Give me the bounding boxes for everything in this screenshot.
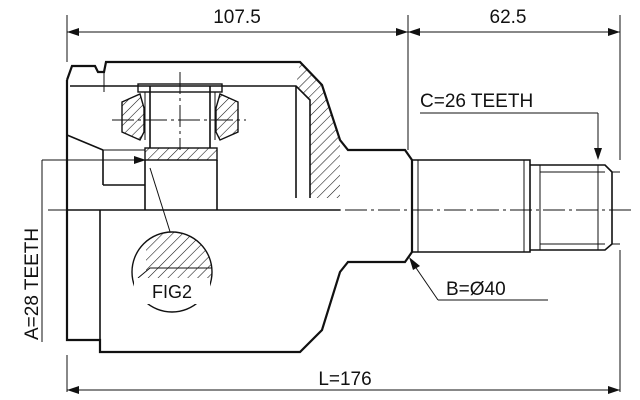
arrow-head	[608, 386, 620, 394]
arrow-head	[134, 156, 146, 164]
shaft-body	[412, 159, 531, 253]
outer-spline-label: A=28 TEETH	[22, 228, 43, 340]
housing-inner-contour	[70, 85, 311, 198]
arrow-head	[409, 257, 420, 270]
spider-hub-section	[144, 147, 218, 161]
arrow-head	[396, 28, 408, 36]
arrow-head	[408, 28, 420, 36]
arrow-head	[67, 28, 79, 36]
housing-length-label: 107.5	[213, 7, 261, 28]
figure-reference-label: FIG2	[152, 282, 192, 302]
callout-inner-spline: C=26 TEETH	[420, 91, 602, 160]
dimension-total-length: L=176	[66, 250, 621, 394]
leader-line	[411, 261, 439, 301]
total-length-label: L=176	[318, 369, 371, 390]
housing-outline-upper	[65, 60, 413, 161]
callout-outer-spline: A=28 TEETH	[22, 156, 146, 342]
arrow-head	[67, 386, 79, 394]
figure-detail-bubble: FIG2	[131, 167, 213, 313]
output-shaft	[410, 159, 620, 253]
dimension-housing-length: 107.5	[66, 7, 409, 150]
bore-chamfer	[66, 134, 104, 151]
shaft-length-label: 62.5	[490, 7, 527, 28]
detail-leader	[149, 167, 173, 239]
detail-hatch	[146, 232, 212, 278]
seal-diameter-label: B=Ø40	[446, 279, 506, 300]
arrow-head	[608, 28, 620, 36]
roller-right	[215, 93, 239, 141]
detail-tooth	[137, 267, 212, 279]
arrow-head	[594, 148, 602, 160]
inner-spline-label: C=26 TEETH	[420, 91, 533, 112]
spline-section	[530, 164, 613, 251]
housing-outline-lower	[65, 80, 413, 354]
dimension-shaft-length: 62.5	[408, 7, 621, 160]
tripod-roller	[121, 83, 239, 210]
callout-seal-diameter: B=Ø40	[409, 257, 548, 301]
outer-joint-housing	[65, 60, 413, 354]
roller-left	[121, 93, 145, 141]
trunnion-pin	[149, 86, 211, 148]
detail-label-bg	[134, 278, 210, 304]
